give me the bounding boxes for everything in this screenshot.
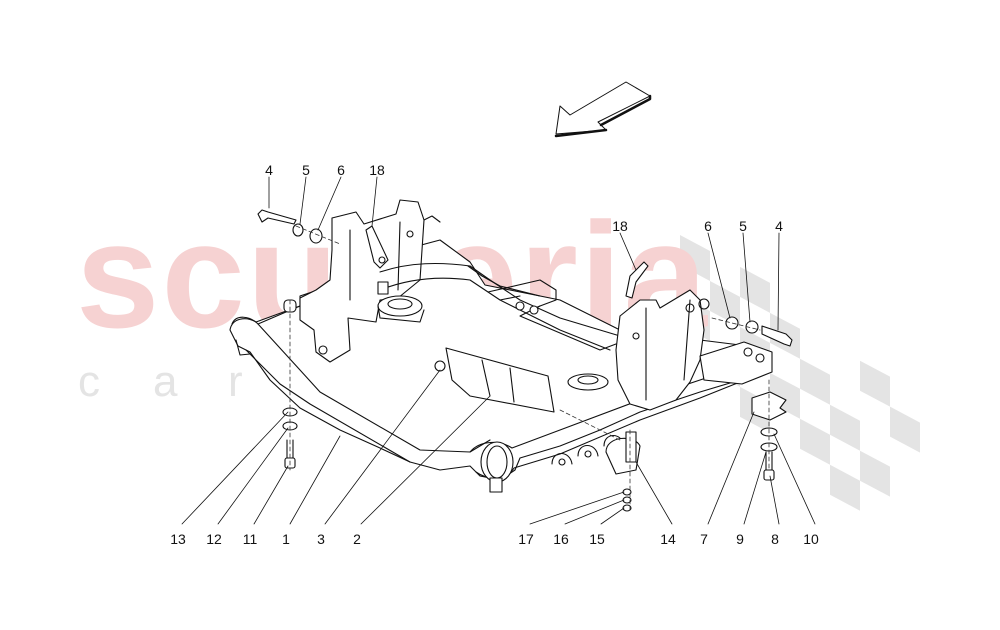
callout-11: 11 <box>242 531 258 547</box>
callout-9: 9 <box>736 531 744 547</box>
callout-3: 3 <box>317 531 325 547</box>
direction-arrow-icon <box>554 81 652 138</box>
callout-4: 4 <box>265 162 273 178</box>
callout-5: 5 <box>302 162 310 178</box>
callout-15: 15 <box>589 531 605 547</box>
callout-12: 12 <box>206 531 222 547</box>
callout-14: 14 <box>660 531 676 547</box>
callout-2: 2 <box>353 531 361 547</box>
callout-10: 10 <box>803 531 819 547</box>
callout-13: 13 <box>170 531 186 547</box>
callout-8: 8 <box>771 531 779 547</box>
callout-5: 5 <box>739 218 747 234</box>
callout-4: 4 <box>775 218 783 234</box>
callout-6: 6 <box>337 162 345 178</box>
callout-17: 17 <box>518 531 534 547</box>
callout-16: 16 <box>553 531 569 547</box>
callout-6: 6 <box>704 218 712 234</box>
callout-18: 18 <box>612 218 628 234</box>
callout-18: 18 <box>369 162 385 178</box>
callout-1: 1 <box>282 531 290 547</box>
callout-7: 7 <box>700 531 708 547</box>
